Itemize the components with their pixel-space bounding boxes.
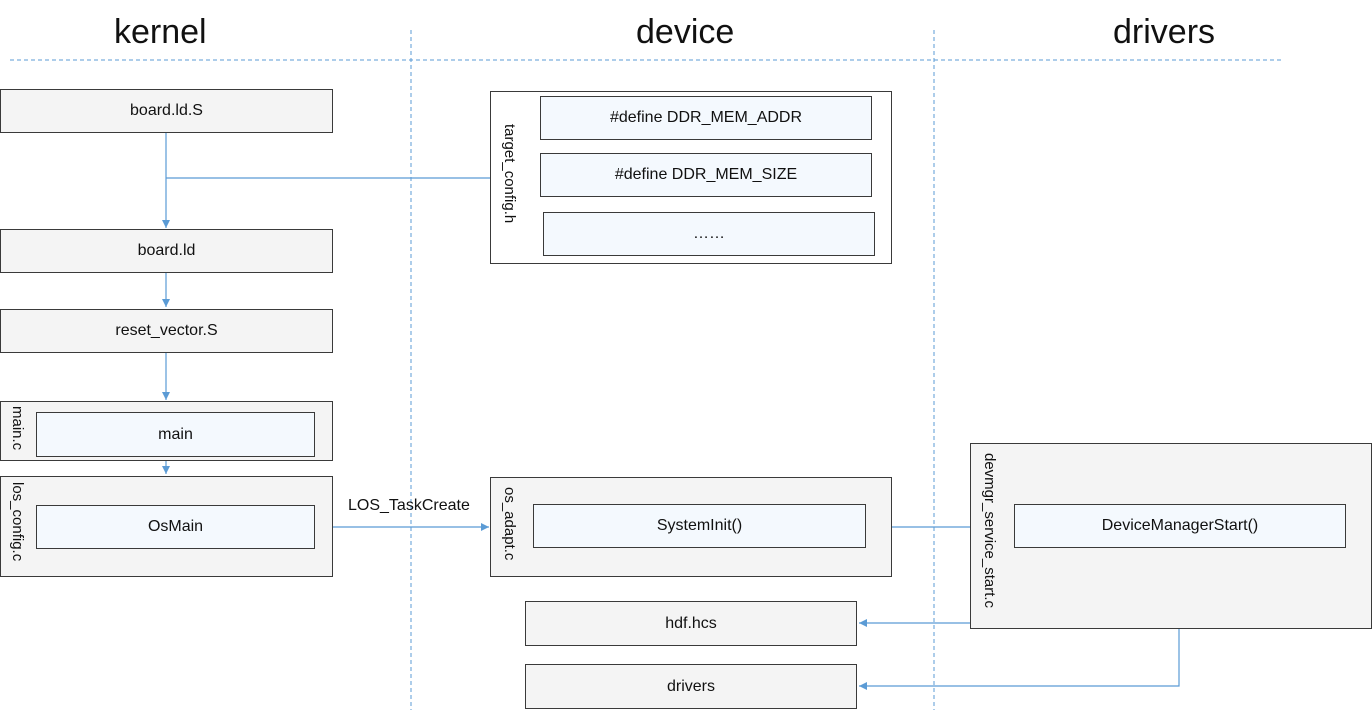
node-label: DeviceManagerStart() [1101, 517, 1259, 534]
node-label: OsMain [147, 518, 204, 535]
group-label-target-config-h: target_config.h [501, 124, 518, 224]
node-hdf-hcs[interactable]: hdf.hcs [525, 601, 857, 646]
node-board-ld-s[interactable]: board.ld.S [0, 89, 333, 133]
node-main[interactable]: main [36, 412, 315, 457]
node-ellipsis[interactable]: …… [543, 212, 875, 256]
node-label: drivers [666, 677, 715, 695]
node-label: board.ld.S [130, 102, 203, 119]
edge-label-los-taskcreate: LOS_TaskCreate [348, 497, 470, 514]
group-label-los-config-c: los_config.c [9, 482, 26, 562]
node-reset-vector[interactable]: reset_vector.S [0, 309, 333, 353]
node-label: board.ld [137, 242, 196, 259]
node-drivers[interactable]: drivers [525, 664, 857, 709]
node-ddr-mem-addr[interactable]: #define DDR_MEM_ADDR [540, 96, 872, 140]
node-devicemanagerstart[interactable]: DeviceManagerStart() [1014, 504, 1346, 548]
node-label: reset_vector.S [115, 322, 218, 339]
node-label: hdf.hcs [665, 614, 717, 632]
node-ddr-mem-size[interactable]: #define DDR_MEM_SIZE [540, 153, 872, 197]
node-label: #define DDR_MEM_ADDR [609, 109, 803, 126]
node-osmain[interactable]: OsMain [36, 505, 315, 549]
node-label: SystemInit() [656, 517, 743, 534]
lane-title-device: device [636, 13, 735, 51]
node-board-ld[interactable]: board.ld [0, 229, 333, 273]
node-label: main [158, 425, 193, 443]
node-label: …… [693, 225, 725, 242]
group-label-os-adapt-c: os_adapt.c [501, 487, 518, 561]
node-label: #define DDR_MEM_SIZE [614, 166, 798, 183]
arrow-devicemanagerstart-to-drivers [859, 623, 1180, 690]
lane-title-drivers: drivers [1113, 13, 1216, 51]
group-label-devmgr-service-start-c: devmgr_service_start.c [981, 453, 998, 609]
node-systeminit[interactable]: SystemInit() [533, 504, 866, 548]
lane-title-kernel: kernel [114, 13, 207, 51]
group-label-main-c: main.c [9, 406, 26, 451]
